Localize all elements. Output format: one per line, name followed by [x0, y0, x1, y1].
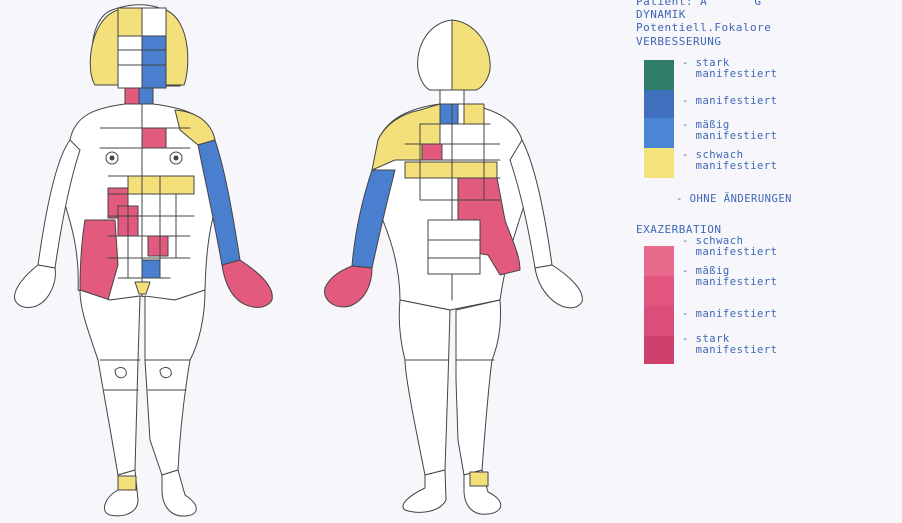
- front-neck-right: [139, 88, 153, 104]
- legend-label-improve-moderate: - mäßig manifestiert: [682, 120, 778, 142]
- legend-swatch-improve-weak: [644, 148, 674, 178]
- front-left-leg: [80, 290, 140, 475]
- legend-label-improve-weak: - schwach manifestiert: [682, 150, 778, 172]
- front-abdomen-pink-3: [148, 236, 168, 256]
- back-upper-blue: [440, 104, 458, 124]
- legend-title: DYNAMIK: [636, 9, 686, 20]
- front-right-leg: [145, 290, 205, 475]
- front-chest-yellow-band: [128, 176, 194, 194]
- front-neck-left: [125, 88, 139, 104]
- legend-patient: Patient: A: [636, 0, 707, 8]
- legend-swatch-improve-manifest: [644, 90, 674, 118]
- legend-label-exac-weak: - schwach manifestiert: [682, 236, 778, 258]
- legend-label-improve-strong: - stark manifestiert: [682, 58, 778, 80]
- back-left-leg: [399, 300, 450, 475]
- front-face-left: [118, 36, 142, 88]
- legend-label-exac-manifest: - manifestiert: [682, 309, 778, 320]
- legend-swatch-exac-moderate: [644, 276, 674, 306]
- back-mid-pink: [422, 144, 442, 160]
- legend-swatch-exac-manifest: [644, 306, 674, 336]
- back-yellow-band: [405, 162, 497, 178]
- front-hair-right-side: [166, 10, 188, 85]
- legend-label-exac-strong: - stark manifestiert: [682, 334, 778, 356]
- front-head-zone-1: [118, 8, 142, 36]
- back-right-leg: [456, 300, 501, 475]
- back-right-hand: [535, 265, 582, 308]
- front-body: [15, 5, 273, 516]
- front-head-zone-2: [142, 8, 166, 36]
- legend-swatch-exac-strong: [644, 336, 674, 364]
- legend-no-change: - OHNE ÄNDERUNGEN: [676, 194, 792, 205]
- back-left-foot: [403, 470, 446, 512]
- front-face-right: [142, 36, 166, 88]
- back-body: [325, 20, 583, 514]
- back-lumbar-box: [428, 220, 480, 274]
- legend-swatch-improve-moderate: [644, 118, 674, 148]
- back-head-left: [418, 20, 452, 90]
- legend-swatch-improve-strong: [644, 60, 674, 90]
- back-upper-yellow-right: [464, 104, 484, 124]
- front-abdomen-blue: [142, 260, 160, 278]
- legend-panel: Patient: A G DYNAMIK Potentiell.Fokalore…: [636, 0, 902, 523]
- front-right-hand: [222, 260, 272, 307]
- legend-label-exac-moderate: - mäßig manifestiert: [682, 266, 778, 288]
- legend-improvement-heading: VERBESSERUNG: [636, 36, 721, 47]
- front-right-foot: [162, 470, 196, 516]
- front-left-hand: [15, 265, 56, 308]
- legend-label-improve-manifest: - manifestiert: [682, 96, 778, 107]
- legend-patient-suffix: G: [754, 0, 761, 8]
- back-neck: [440, 90, 464, 104]
- back-ankle-yellow: [470, 472, 488, 486]
- front-hair-left-side: [90, 10, 118, 85]
- front-chest-pink: [142, 128, 166, 148]
- back-left-hand-pink: [325, 266, 372, 307]
- legend-swatch-exac-weak: [644, 246, 674, 276]
- front-ankle-yellow: [118, 476, 136, 490]
- back-head-right-yellow: [452, 20, 490, 90]
- legend-exacerbation-heading: EXAZERBATION: [636, 224, 721, 235]
- legend-subtitle: Potentiell.Fokalore: [636, 22, 771, 33]
- body-map-figure: [0, 0, 600, 523]
